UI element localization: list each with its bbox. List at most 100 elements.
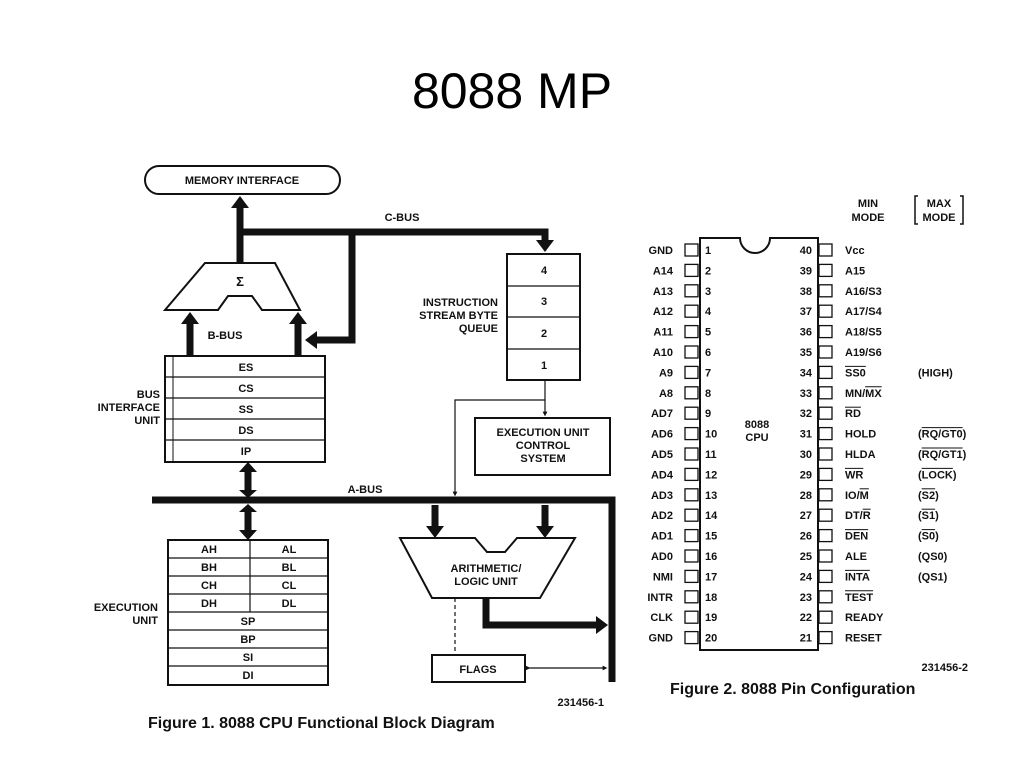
pin-pad [818, 263, 833, 278]
pin-name: INTR [647, 592, 673, 604]
pin-number: 29 [800, 469, 812, 481]
pin-name: A19/S6 [845, 347, 882, 359]
figure-1-code: 231456-1 [558, 697, 605, 709]
pin-pad [684, 263, 699, 278]
biu-registers: ES CS SS DS IP [238, 362, 253, 458]
pin-pad [684, 630, 699, 645]
pin-number: 31 [800, 429, 812, 441]
svg-text:CPU: CPU [745, 432, 768, 444]
pin-number: 8 [705, 388, 711, 400]
svg-text:CH: CH [201, 580, 217, 592]
svg-text:SP: SP [241, 616, 256, 628]
pin-pad [818, 488, 833, 502]
pin-name: IO/M [845, 490, 869, 502]
pin-name: AD7 [651, 408, 673, 420]
pin-number: 19 [705, 612, 717, 624]
pin-pad [684, 610, 699, 624]
pin-name: AD3 [651, 490, 673, 502]
pin-number: 15 [705, 531, 717, 543]
alu-shape [398, 537, 577, 599]
pin-pad [684, 508, 699, 522]
pin-name: AD5 [651, 449, 673, 461]
pin-name: AD4 [651, 469, 674, 481]
adder-label: Σ [236, 274, 244, 289]
pin-pad [684, 345, 699, 359]
pin-max-mode-name: (LOCK) [918, 469, 957, 481]
pin-pad [684, 284, 699, 298]
pin-pad [818, 284, 833, 298]
pin-pad [818, 243, 833, 257]
pin-pad [818, 345, 833, 359]
c-bus-line [240, 228, 549, 244]
pin-number: 13 [705, 490, 717, 502]
pin-name: A17/S4 [845, 306, 883, 318]
pin-number: 38 [800, 286, 812, 298]
pin-name: CLK [650, 612, 673, 624]
pin-number: 16 [705, 551, 717, 563]
pin-pad [818, 447, 833, 461]
pin-max-mode-name: (S2) [918, 490, 939, 502]
pin-name: RD [845, 408, 861, 420]
svg-text:DL: DL [282, 598, 297, 610]
pin-pad [818, 467, 833, 482]
svg-text:MODE: MODE [852, 212, 885, 224]
pin-max-mode-name: (QS0) [918, 551, 948, 563]
pin-max-mode-name: (RQ/GT0) [918, 429, 967, 441]
pin-max-mode-name: (S0) [918, 531, 939, 543]
pin-name: A8 [659, 388, 673, 400]
svg-text:3: 3 [541, 296, 547, 308]
pin-number: 23 [800, 592, 812, 604]
pin-name: AD0 [651, 551, 673, 563]
pin-pad [818, 406, 833, 420]
pin-number: 26 [800, 531, 812, 543]
chip-body [699, 237, 819, 651]
pin-pad [818, 304, 833, 318]
svg-text:ARITHMETIC/: ARITHMETIC/ [451, 563, 522, 575]
pin-name: READY [845, 612, 884, 624]
pin-pad [818, 508, 833, 522]
pin-pad [818, 528, 833, 543]
pin-name: A13 [653, 286, 673, 298]
pin-name: DEN [845, 531, 868, 543]
pin-number: 37 [800, 306, 812, 318]
pin-number: 25 [800, 551, 812, 563]
pin-name: TEST [845, 592, 873, 604]
pin-number: 39 [800, 265, 812, 277]
svg-text:UNIT: UNIT [132, 615, 158, 627]
pin-number: 9 [705, 408, 711, 420]
pin-pad [684, 569, 699, 584]
pin-name: ALE [845, 551, 867, 563]
eu-control-label: EXECUTION UNIT CONTROL SYSTEM [497, 427, 590, 465]
pin-name: AD2 [651, 510, 673, 522]
svg-text:SI: SI [243, 652, 253, 664]
svg-text:BUS: BUS [137, 389, 160, 401]
svg-text:UNIT: UNIT [134, 415, 160, 427]
pin-pad [818, 630, 833, 645]
eu-control-box [474, 417, 611, 476]
pin-number: 24 [800, 571, 813, 583]
pin-number: 10 [705, 429, 717, 441]
svg-text:4: 4 [541, 265, 548, 277]
pin-pad [684, 488, 699, 502]
pin-number: 4 [705, 306, 712, 318]
pin-name: INTA [845, 571, 870, 583]
register-ip: IP [241, 446, 251, 458]
figure-1-caption: Figure 1. 8088 CPU Functional Block Diag… [148, 715, 495, 732]
memory-interface-box [144, 165, 341, 195]
pin-name: WR [845, 469, 863, 481]
register-cs: CS [238, 383, 253, 395]
pin-number: 11 [705, 449, 717, 461]
register-es: ES [239, 362, 254, 374]
svg-text:INSTRUCTION: INSTRUCTION [423, 297, 498, 309]
pin-name: GND [649, 245, 674, 257]
pin-number: 14 [705, 510, 718, 522]
pin-name: GND [649, 633, 674, 645]
eu-label: EXECUTION UNIT [94, 602, 158, 627]
pin-number: 33 [800, 388, 812, 400]
pin-name: A16/S3 [845, 286, 882, 298]
svg-text:STREAM BYTE: STREAM BYTE [419, 310, 498, 322]
pin-name: DT/R [845, 510, 871, 522]
svg-text:DI: DI [243, 670, 254, 682]
pin-max-mode-name: (QS1) [918, 571, 948, 583]
svg-text:QUEUE: QUEUE [459, 323, 498, 335]
